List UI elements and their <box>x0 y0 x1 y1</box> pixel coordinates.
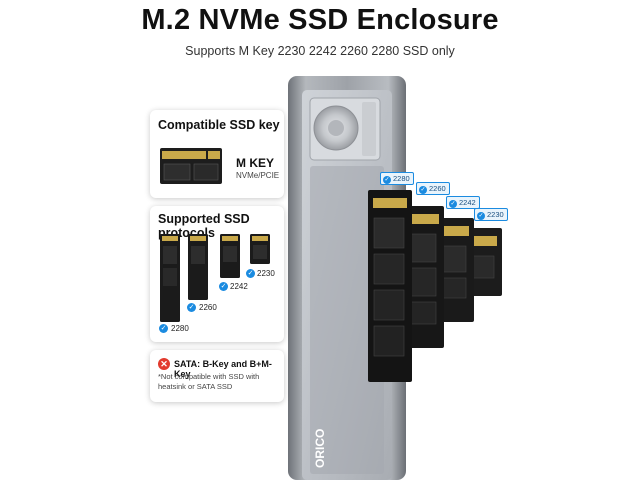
check-icon: ✓ <box>187 303 196 312</box>
size-label-2230: 2230 <box>257 269 275 278</box>
error-x-icon: ✕ <box>158 358 170 370</box>
size-label-2242: 2242 <box>230 282 248 291</box>
check-icon: ✓ <box>383 176 391 184</box>
svg-text:ORICO: ORICO <box>313 429 327 468</box>
size-label-2280: 2280 <box>171 324 189 333</box>
ssd-2280 <box>368 190 412 382</box>
check-icon: ✓ <box>477 212 485 220</box>
m-key-label: M KEY <box>236 156 275 170</box>
note-text: *Not compatible with SSD with heatsink o… <box>158 372 260 391</box>
enclosure-body: ORICO <box>288 76 406 480</box>
page-subtitle: Supports M Key 2230 2242 2260 2280 SSD o… <box>185 44 455 58</box>
card-title: Compatible SSD key <box>158 118 280 132</box>
enclosure-illustration: ORICO <box>288 76 502 480</box>
brand-logo: ORICO <box>313 429 327 468</box>
tag-2260: ✓2260 <box>416 182 450 195</box>
check-icon: ✓ <box>219 282 228 291</box>
tag-2280: ✓2280 <box>380 172 414 185</box>
supported-protocols-card: Supported SSD protocols ✓ 2280 ✓ 2260 ✓ … <box>150 206 284 342</box>
ssd-key-connector-image <box>160 148 222 184</box>
check-icon: ✓ <box>449 200 457 208</box>
ssd-2280-image <box>160 234 180 322</box>
m-key-sublabel: NVMe/PCIE <box>236 171 280 180</box>
tag-2230: ✓2230 <box>474 208 508 221</box>
page-title: M.2 NVMe SSD Enclosure <box>141 4 499 36</box>
ssd-2242-image <box>220 234 240 278</box>
check-icon: ✓ <box>246 269 255 278</box>
ssd-2260-image <box>188 234 208 300</box>
check-icon: ✓ <box>419 186 427 194</box>
check-icon: ✓ <box>159 324 168 333</box>
sata-note-card: ✕ SATA: B-Key and B+M-Key *Not compatibl… <box>150 350 284 402</box>
ssd-2230-image <box>250 234 270 264</box>
compatible-key-card: Compatible SSD key M KEY NVMe/PCIE <box>150 110 284 198</box>
tag-2242: ✓2242 <box>446 196 480 209</box>
size-label-2260: 2260 <box>199 303 217 312</box>
note-title: SATA: B-Key and B+M-Key <box>174 359 272 379</box>
